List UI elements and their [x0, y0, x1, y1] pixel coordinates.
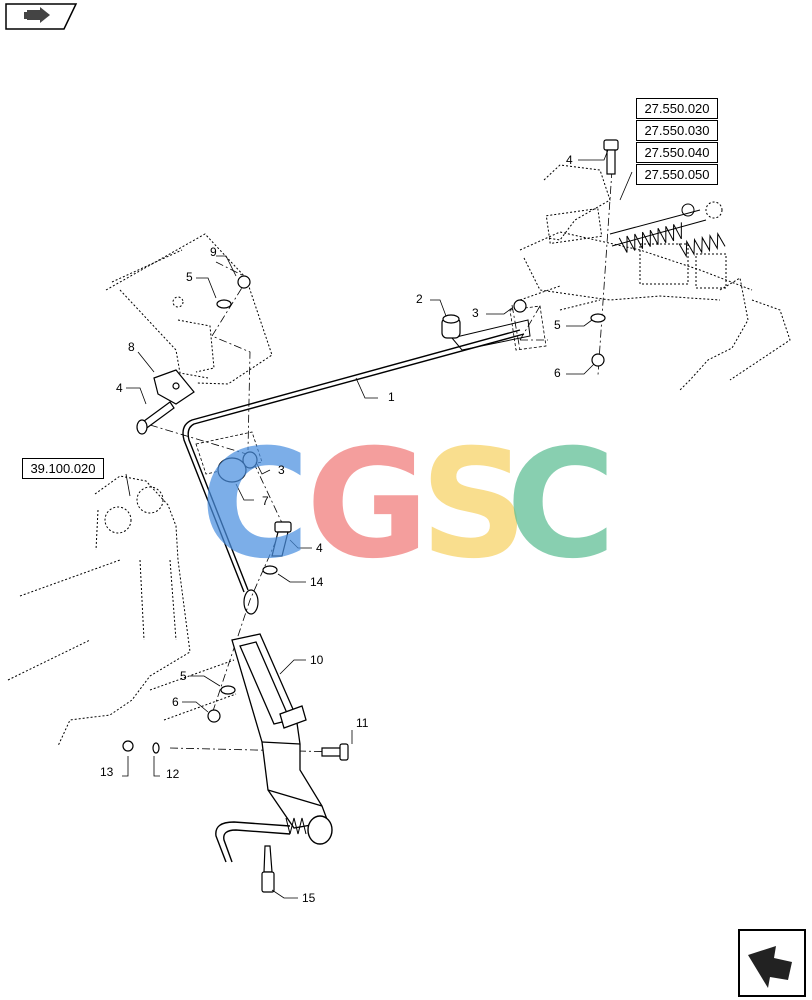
- callout-12: 12: [166, 767, 180, 781]
- bolt-part-4-mid: [271, 521, 292, 557]
- pin-part-15: [261, 845, 275, 893]
- callout-2: 2: [416, 292, 423, 306]
- bolt-part-4-left: [136, 401, 175, 435]
- callout-15: 15: [302, 891, 316, 905]
- ref-code-39-100-020[interactable]: 39.100.020: [22, 458, 104, 479]
- ref-code-27-550-040[interactable]: 27.550.040: [636, 142, 718, 163]
- callout-6-bottom: 6: [172, 695, 179, 709]
- callout-10: 10: [310, 653, 324, 667]
- ref-code-27-550-020[interactable]: 27.550.020: [636, 98, 718, 119]
- next-page-icon[interactable]: [738, 929, 806, 997]
- callout-6-right: 6: [554, 366, 561, 380]
- callout-5-bottom: 5: [180, 669, 187, 683]
- watermark-letter-1: C: [200, 418, 311, 592]
- ref-code-27-550-030[interactable]: 27.550.030: [636, 120, 718, 141]
- spring-assembly: [609, 201, 727, 289]
- callout-4-mid: 4: [316, 541, 323, 555]
- callout-7: 7: [262, 494, 269, 508]
- callout-5-right: 5: [554, 318, 561, 332]
- frame-outline-top-left: [105, 233, 273, 385]
- rod-part-1: [182, 319, 531, 615]
- bracket-part-8: [153, 369, 195, 405]
- bolt-part-11: [321, 743, 349, 761]
- callout-14: 14: [310, 575, 324, 589]
- callout-5-top-left: 5: [186, 270, 193, 284]
- bushing-part-2: [441, 314, 461, 339]
- assembly-leaders: [149, 169, 613, 753]
- callout-11: 11: [356, 716, 369, 730]
- callout-leaders: [122, 149, 633, 899]
- ref-code-27-550-050[interactable]: 27.550.050: [636, 164, 718, 185]
- watermark-letter-2: G: [306, 418, 430, 592]
- callout-8: 8: [128, 340, 135, 354]
- callout-13: 13: [100, 765, 114, 779]
- hardware-groups: [195, 305, 547, 475]
- nav-badge-icon[interactable]: [5, 3, 78, 30]
- callout-1: 1: [388, 390, 395, 404]
- watermark-letter-3: S: [420, 418, 529, 592]
- bracket-outline-left: [7, 475, 237, 747]
- watermark-letter-4: C: [506, 418, 617, 592]
- crank-handle: [215, 815, 333, 863]
- small-hardware: [122, 275, 606, 754]
- callout-4-left: 4: [116, 381, 123, 395]
- callout-3-left: 3: [278, 463, 285, 477]
- housing-part-10: [231, 633, 329, 829]
- callout-3-right: 3: [472, 306, 479, 320]
- frame-outline-right: [519, 164, 791, 391]
- bolt-part-4-top: [603, 139, 619, 175]
- callout-4-top: 4: [566, 153, 573, 167]
- callout-9: 9: [210, 245, 217, 259]
